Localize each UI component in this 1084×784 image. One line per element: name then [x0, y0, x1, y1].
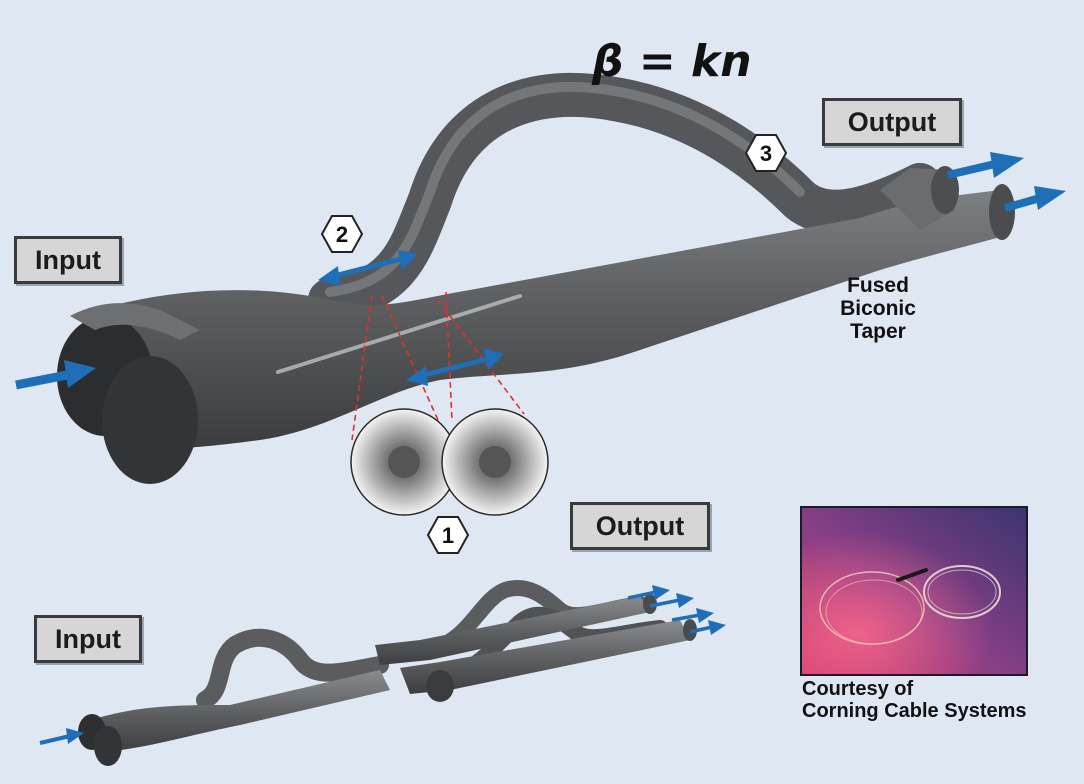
coupler-photo-image	[802, 508, 1026, 674]
photo-credit: Courtesy of Corning Cable Systems	[802, 678, 1027, 722]
hexagon-marker-1	[426, 516, 470, 554]
output-end-lower	[989, 184, 1015, 240]
coupler-photo	[800, 506, 1028, 676]
taper-caption-line1: Fused	[847, 274, 909, 297]
photo-credit-line2: Corning Cable Systems	[802, 700, 1027, 722]
taper-caption: Fused Biconic Taper	[826, 274, 930, 343]
taper-length-arrow-lower	[419, 355, 493, 379]
input-end-lower	[102, 356, 198, 484]
taper-length-arrow-upper	[329, 255, 406, 280]
cross-section	[350, 408, 549, 516]
input-arrow	[15, 369, 74, 390]
hexagon-marker-2	[320, 215, 364, 253]
taper-caption-line3: Taper	[850, 320, 906, 343]
label-output-top: Output	[822, 98, 962, 146]
output-arrow-upper	[947, 160, 996, 179]
main-arrows	[15, 152, 1066, 390]
output-arrow-lower	[1003, 194, 1042, 212]
marker-number-2: 2	[335, 222, 349, 247]
main-fiber-body	[90, 190, 1004, 450]
label-output-bottom: Output	[570, 502, 710, 550]
label-input-bottom: Input	[34, 615, 142, 663]
marker-number-1: 1	[441, 523, 455, 548]
hexagon-marker-3	[744, 134, 788, 172]
cascade-coupler	[39, 580, 726, 766]
photo-credit-line1: Courtesy of	[802, 678, 914, 700]
projection-lines	[351, 291, 525, 441]
marker-hexagons	[320, 134, 788, 554]
core-right	[479, 446, 511, 478]
propagation-formula: β = kn	[592, 36, 752, 87]
marker-number-3: 3	[759, 141, 773, 166]
core-left	[388, 446, 420, 478]
label-input-top: Input	[14, 236, 122, 284]
taper-caption-line2: Biconic	[840, 297, 916, 320]
